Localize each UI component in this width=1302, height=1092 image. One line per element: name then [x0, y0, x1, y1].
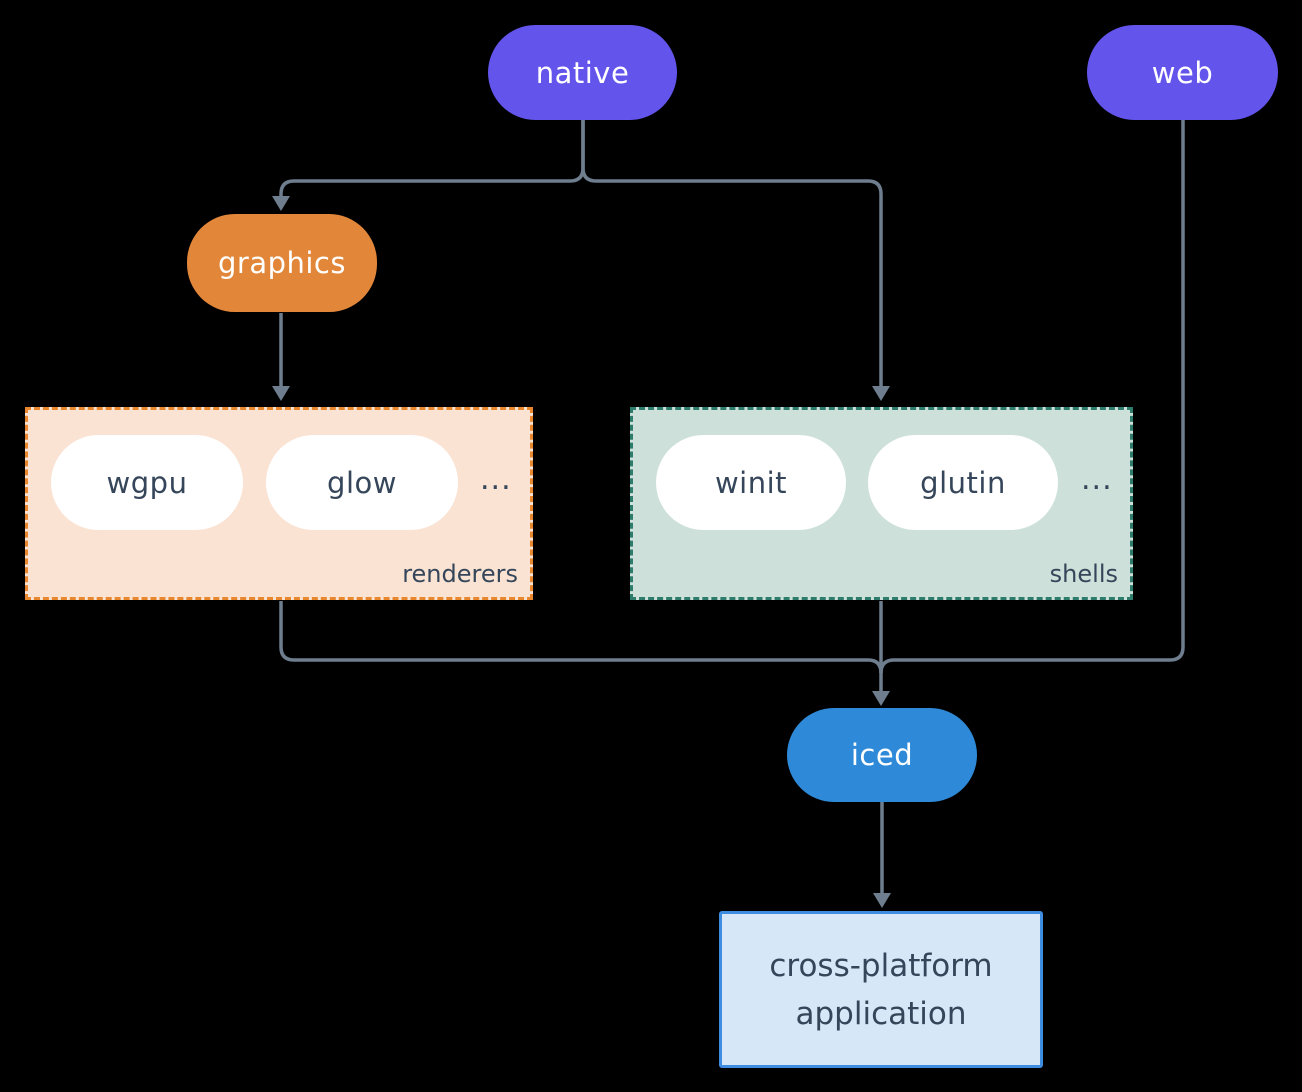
- node-graphics-label: graphics: [217, 246, 346, 280]
- node-native-label: native: [535, 55, 630, 90]
- connector-native-to-shells: [581, 120, 883, 386]
- node-native: native: [488, 25, 677, 120]
- node-glow: glow: [266, 435, 458, 530]
- node-web: web: [1087, 25, 1278, 120]
- group-shells: winit glutin ... shells: [630, 407, 1133, 600]
- node-glutin: glutin: [868, 435, 1058, 530]
- renderers-group-label: renderers: [402, 560, 518, 588]
- node-winit-label: winit: [714, 465, 788, 500]
- renderers-ellipsis: ...: [480, 462, 512, 497]
- node-glow-label: glow: [327, 465, 397, 500]
- connector-native-to-graphics: [279, 120, 585, 196]
- node-web-label: web: [1151, 55, 1214, 90]
- group-renderers: wgpu glow ... renderers: [25, 407, 533, 600]
- node-wgpu: wgpu: [51, 435, 243, 530]
- node-graphics: graphics: [187, 214, 377, 312]
- connector-renderers-to-junction: [279, 601, 883, 674]
- arrowhead-into-graphics: [272, 196, 290, 211]
- node-iced: iced: [787, 708, 977, 802]
- node-iced-label: iced: [850, 738, 914, 772]
- node-glutin-label: glutin: [920, 465, 1006, 500]
- shells-group-label: shells: [1049, 560, 1118, 588]
- arrowhead-into-application: [873, 893, 891, 908]
- node-wgpu-label: wgpu: [106, 465, 188, 500]
- arrowhead-into-iced: [872, 691, 890, 706]
- arrowhead-into-renderers: [272, 386, 290, 401]
- node-winit: winit: [656, 435, 846, 530]
- application-label-line2: application: [795, 995, 967, 1032]
- arrowhead-into-shells: [872, 386, 890, 401]
- node-application: cross-platform application: [719, 911, 1043, 1068]
- shells-ellipsis: ...: [1081, 462, 1113, 497]
- application-label-line1: cross-platform: [769, 947, 993, 984]
